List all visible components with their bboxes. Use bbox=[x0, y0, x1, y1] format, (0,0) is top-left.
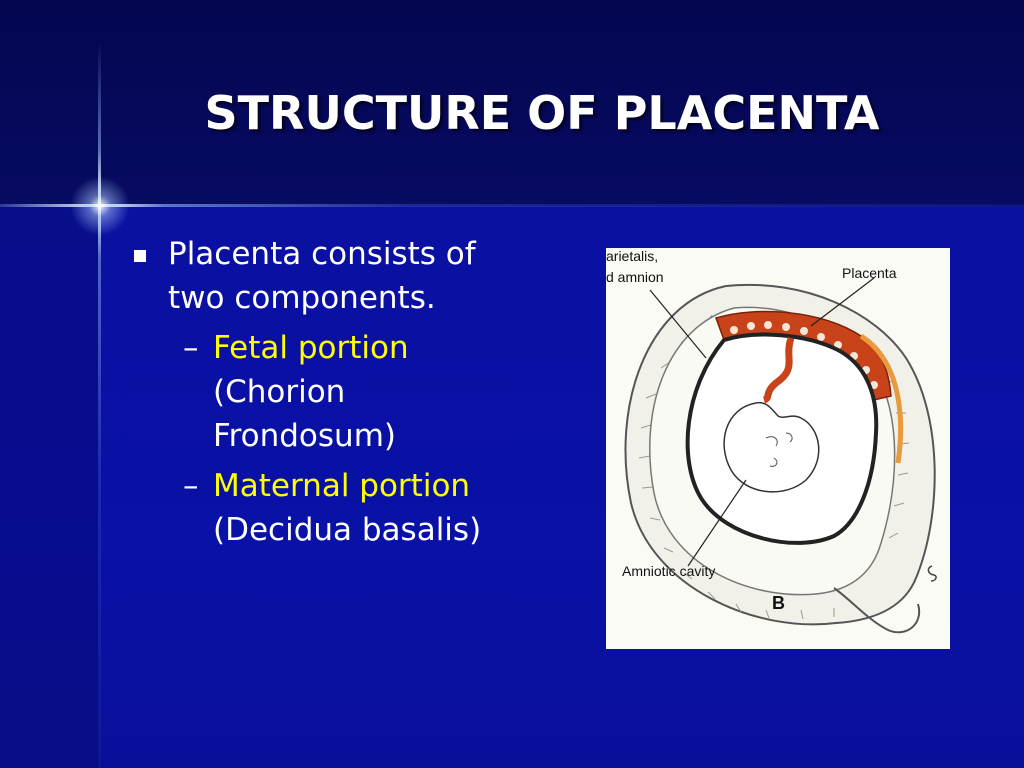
cervix-mark bbox=[927, 565, 937, 582]
sub-item-highlight: Maternal portion bbox=[213, 468, 471, 504]
light-flare-horizontal bbox=[0, 204, 1024, 207]
label-panel-letter: B bbox=[772, 593, 785, 613]
pointer-line-placenta bbox=[810, 277, 875, 327]
light-flare-star bbox=[70, 176, 130, 236]
umbilical-cord bbox=[762, 336, 795, 404]
light-flare-vertical bbox=[98, 40, 101, 768]
dash-marker: – bbox=[183, 330, 199, 366]
label-amniotic-cavity: Amniotic cavity bbox=[622, 563, 715, 579]
bullet-line: Placenta consists of bbox=[168, 236, 476, 272]
label-parietalis: arietalis, bbox=[606, 248, 658, 264]
slide-body: Placenta consists of two components. – F… bbox=[130, 232, 550, 552]
left-band bbox=[0, 206, 100, 768]
slide-title: STRUCTURE OF PLACENTA bbox=[204, 86, 880, 140]
placenta-diagram: arietalis, d amnion Placenta Amniotic ca… bbox=[606, 248, 950, 649]
sub-item-maternal: – Maternal portion (Decidua basalis) bbox=[130, 464, 550, 552]
cervix bbox=[833, 587, 921, 634]
chorion-rim bbox=[859, 333, 904, 464]
sub-item-fetal: – Fetal portion (Chorion Frondosum) bbox=[130, 326, 550, 458]
bullet-line: two components. bbox=[168, 280, 436, 316]
pointer-line-amniotic-cavity bbox=[687, 479, 747, 567]
sub-item-highlight: Fetal portion bbox=[213, 330, 409, 366]
label-amnion: d amnion bbox=[606, 269, 664, 285]
pointer-line-amnion bbox=[649, 289, 707, 359]
uterus-illustration: arietalis, d amnion Placenta Amniotic ca… bbox=[606, 248, 937, 634]
header-background bbox=[0, 0, 1024, 206]
sub-item-detail: (Chorion bbox=[213, 374, 346, 410]
dash-marker: – bbox=[183, 468, 199, 504]
bullet-item: Placenta consists of two components. bbox=[130, 232, 550, 320]
square-bullet-icon bbox=[134, 250, 146, 262]
sub-item-detail: Frondosum) bbox=[213, 418, 396, 454]
label-placenta: Placenta bbox=[842, 265, 897, 281]
embryo-detail bbox=[765, 432, 793, 467]
embryo bbox=[723, 401, 820, 493]
sub-item-detail: (Decidua basalis) bbox=[213, 512, 482, 548]
